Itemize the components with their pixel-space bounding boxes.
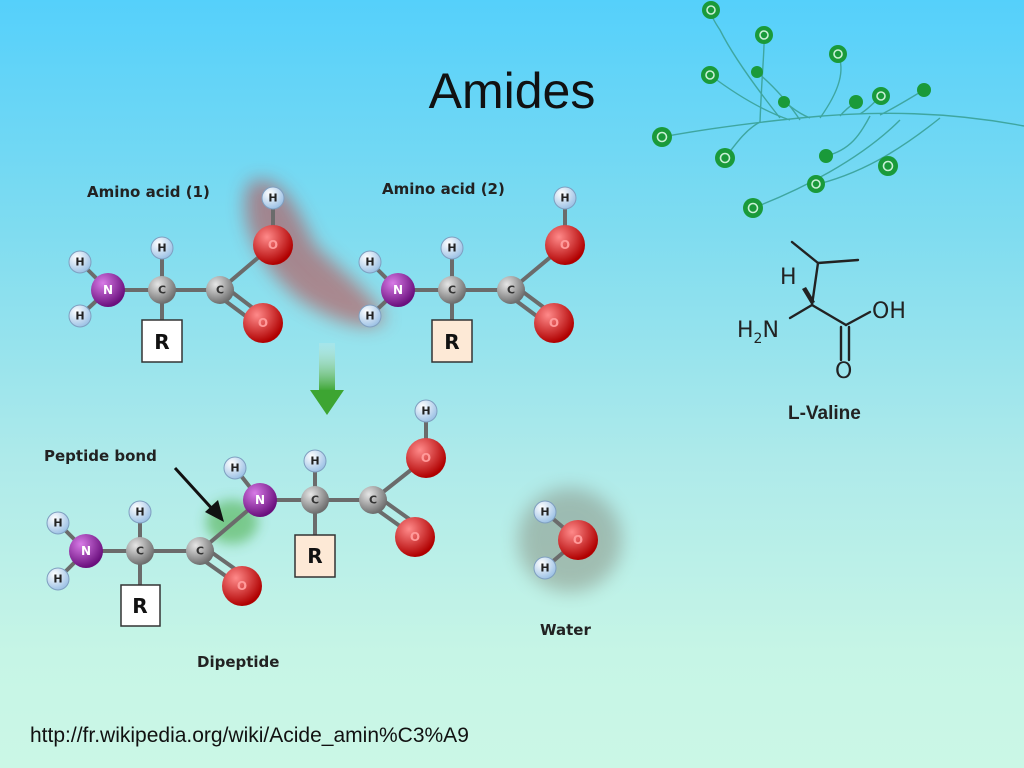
valine-h-label: H <box>780 265 797 290</box>
svg-text:R: R <box>154 330 169 354</box>
svg-text:O: O <box>549 316 559 330</box>
hydrogen-atom: H <box>533 556 557 580</box>
svg-text:H: H <box>540 506 549 519</box>
down-arrow-icon <box>310 343 344 415</box>
svg-text:C: C <box>158 284 166 297</box>
carbon-atom: C <box>126 537 154 565</box>
svg-text:H: H <box>53 517 62 530</box>
slide-title: Amides <box>428 63 596 119</box>
svg-text:C: C <box>311 494 319 507</box>
hydrogen-atom: H <box>358 304 382 328</box>
condensation-glow <box>245 179 385 327</box>
hydrogen-atom: H <box>150 236 174 260</box>
svg-text:N: N <box>103 283 113 297</box>
vine-decoration <box>652 1 1024 218</box>
peptide-bond-pointer <box>173 466 224 522</box>
amino-acid-2-label: Amino acid (2) <box>382 180 505 198</box>
svg-text:C: C <box>448 284 456 297</box>
svg-text:R: R <box>132 594 147 618</box>
carbon-atom: C <box>206 276 234 304</box>
oxygen-atom: O <box>222 566 262 606</box>
svg-text:C: C <box>507 284 515 297</box>
carbon-atom: C <box>148 276 176 304</box>
hydrogen-atom: H <box>553 186 577 210</box>
svg-text:H: H <box>310 455 319 468</box>
carbon-atom: C <box>301 486 329 514</box>
svg-text:H: H <box>157 242 166 255</box>
residue-box: R <box>431 319 473 363</box>
hydrogen-atom: H <box>46 567 70 591</box>
dipeptide-label: Dipeptide <box>197 653 279 671</box>
hydrogen-atom: H <box>128 500 152 524</box>
svg-text:H: H <box>365 310 374 323</box>
hydrogen-atom: H <box>261 186 285 210</box>
hydrogen-atom: H <box>46 511 70 535</box>
svg-text:O: O <box>560 238 570 252</box>
svg-text:H: H <box>540 562 549 575</box>
svg-text:N: N <box>255 493 265 507</box>
svg-text:H: H <box>447 242 456 255</box>
svg-text:H: H <box>230 462 239 475</box>
svg-text:H: H <box>75 310 84 323</box>
nitrogen-atom: N <box>381 273 415 307</box>
svg-text:N: N <box>81 544 91 558</box>
hydrogen-atom: H <box>414 399 438 423</box>
hydrogen-atom: H <box>533 500 557 524</box>
oxygen-atom: O <box>395 517 435 557</box>
valine-o-label: O <box>835 359 852 384</box>
residue-box: R <box>294 534 336 578</box>
valine-amine-label: H2N <box>737 318 779 347</box>
svg-text:O: O <box>410 530 420 544</box>
svg-text:C: C <box>196 545 204 558</box>
svg-text:H: H <box>560 192 569 205</box>
hydrogen-atom: H <box>223 456 247 480</box>
hydrogen-atom: H <box>68 304 92 328</box>
nitrogen-atom: N <box>243 483 277 517</box>
svg-text:C: C <box>136 545 144 558</box>
residue-box: R <box>120 584 161 627</box>
l-valine-structure: H OH O H2N L-Valine <box>737 240 906 424</box>
svg-text:H: H <box>421 405 430 418</box>
svg-text:O: O <box>268 238 278 252</box>
oxygen-atom: O <box>243 303 283 343</box>
nitrogen-atom: N <box>69 534 103 568</box>
svg-text:O: O <box>237 579 247 593</box>
svg-text:O: O <box>258 316 268 330</box>
carbon-atom: C <box>497 276 525 304</box>
amino-acid-1-label: Amino acid (1) <box>87 183 210 201</box>
valine-oh-label: OH <box>872 299 906 324</box>
oxygen-atom: O <box>545 225 585 265</box>
svg-text:C: C <box>369 494 377 507</box>
svg-text:H: H <box>75 256 84 269</box>
residue-box: R <box>141 319 183 363</box>
oxygen-atom: O <box>406 438 446 478</box>
hydrogen-atom: H <box>68 250 92 274</box>
carbon-atom: C <box>186 537 214 565</box>
water-label: Water <box>540 621 591 639</box>
svg-text:C: C <box>216 284 224 297</box>
svg-text:O: O <box>421 451 431 465</box>
svg-text:R: R <box>307 544 322 568</box>
svg-text:R: R <box>444 330 459 354</box>
oxygen-atom: O <box>534 303 574 343</box>
carbon-atom: C <box>359 486 387 514</box>
peptide-bond-label: Peptide bond <box>44 447 157 465</box>
svg-text:H: H <box>135 506 144 519</box>
svg-text:H: H <box>365 256 374 269</box>
hydrogen-atom: H <box>303 449 327 473</box>
svg-text:H: H <box>268 192 277 205</box>
hydrogen-atom: H <box>358 250 382 274</box>
svg-text:H: H <box>53 573 62 586</box>
svg-text:O: O <box>573 533 583 547</box>
oxygen-atom: O <box>558 520 598 560</box>
hydrogen-atom: H <box>440 236 464 260</box>
l-valine-label: L-Valine <box>788 403 861 424</box>
oxygen-atom: O <box>253 225 293 265</box>
nitrogen-atom: N <box>91 273 125 307</box>
carbon-atom: C <box>438 276 466 304</box>
source-url: http://fr.wikipedia.org/wiki/Acide_amin%… <box>30 724 469 747</box>
svg-text:N: N <box>393 283 403 297</box>
